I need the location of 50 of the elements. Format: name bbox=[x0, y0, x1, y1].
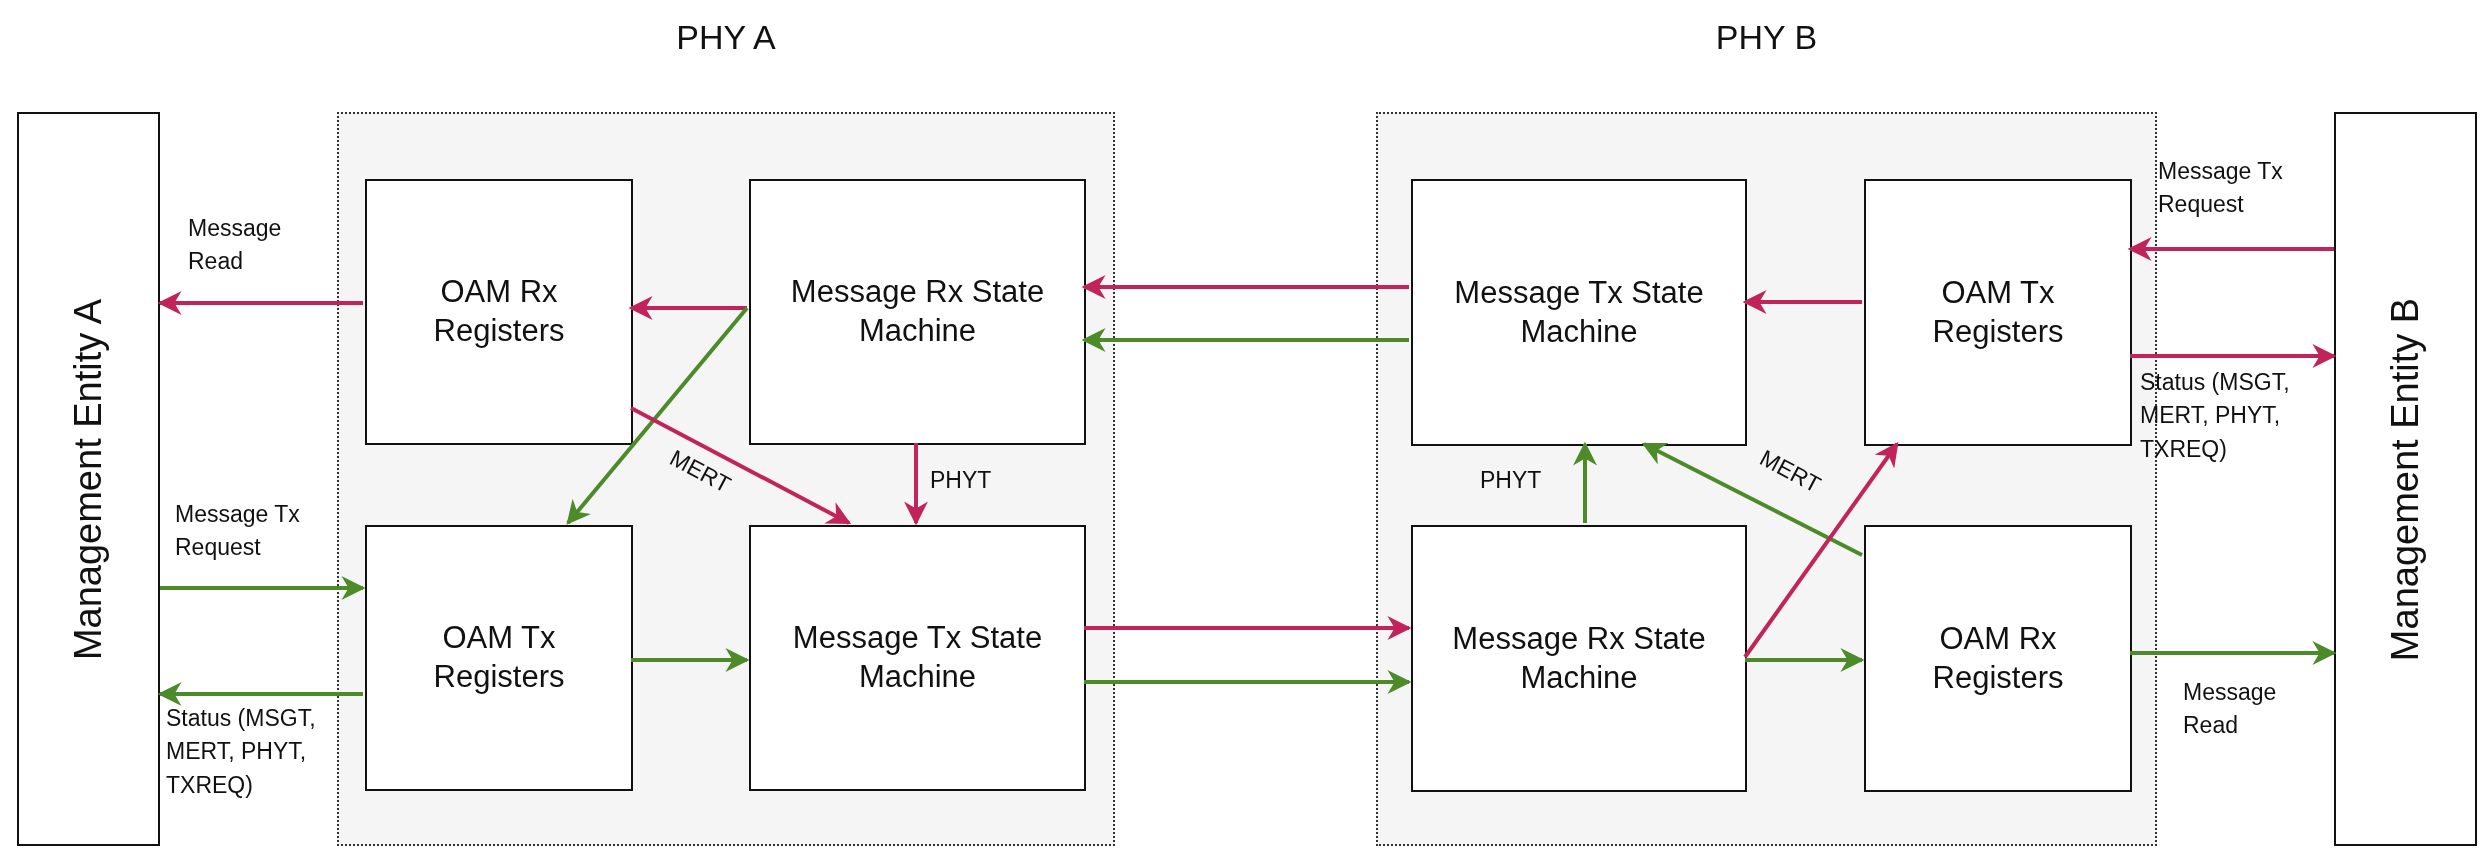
arrow bbox=[157, 291, 363, 315]
arrow bbox=[1743, 442, 1899, 659]
edge-label: Status (MSGT, MERT, PHYT, TXREQ) bbox=[2140, 368, 2291, 464]
block-label: OAM Tx Registers bbox=[432, 619, 566, 696]
edge-label: PHYT bbox=[1480, 466, 1543, 495]
edge-label: Message Read bbox=[188, 214, 283, 277]
block-box bbox=[1864, 179, 2132, 446]
arrow bbox=[1745, 648, 1865, 672]
arrow bbox=[157, 682, 363, 706]
arrow bbox=[2130, 344, 2337, 368]
arrow bbox=[566, 306, 749, 525]
arrow bbox=[1641, 442, 1863, 557]
entity-label: Management Entity A bbox=[67, 298, 110, 660]
block-box bbox=[1864, 525, 2132, 792]
block-box bbox=[365, 179, 633, 445]
edge-label: Message Tx Request bbox=[175, 500, 301, 563]
arrow bbox=[160, 576, 366, 600]
edge-label: Message Read bbox=[2183, 678, 2278, 741]
edge-label: Message Tx Request bbox=[2158, 157, 2284, 220]
entity-label: Management Entity B bbox=[2384, 297, 2427, 661]
arrow bbox=[1573, 441, 1597, 523]
arrow bbox=[1081, 328, 1409, 352]
panel-title: PHY A bbox=[676, 18, 776, 57]
block-label: OAM Tx Registers bbox=[1931, 273, 2065, 351]
edge-label: PHYT bbox=[930, 466, 993, 495]
block-label: OAM Rx Registers bbox=[432, 273, 566, 350]
block-box bbox=[1411, 525, 1747, 792]
block-box bbox=[365, 525, 633, 791]
block-label: Message Rx State Machine bbox=[1451, 619, 1707, 697]
arrow bbox=[1084, 616, 1412, 640]
arrow bbox=[630, 406, 852, 525]
arrow bbox=[1081, 275, 1409, 299]
block-box bbox=[749, 179, 1086, 445]
entity-box bbox=[17, 112, 160, 846]
arrow bbox=[631, 648, 750, 672]
entity-box bbox=[2334, 112, 2477, 846]
arrow bbox=[1742, 290, 1862, 314]
block-label: Message Tx State Machine bbox=[791, 619, 1044, 696]
arrow bbox=[1084, 670, 1412, 694]
arrow bbox=[904, 443, 928, 526]
block-box bbox=[749, 525, 1086, 791]
block-label: Message Tx State Machine bbox=[1453, 273, 1705, 351]
block-label: Message Rx State Machine bbox=[789, 273, 1046, 350]
block-label: OAM Rx Registers bbox=[1931, 619, 2065, 697]
arrow bbox=[628, 296, 747, 320]
panel-title: PHY B bbox=[1715, 18, 1818, 57]
block-box bbox=[1411, 179, 1747, 446]
edge-label: Status (MSGT, MERT, PHYT, TXREQ) bbox=[166, 704, 317, 800]
arrow bbox=[2130, 641, 2337, 665]
arrow bbox=[2127, 237, 2334, 261]
